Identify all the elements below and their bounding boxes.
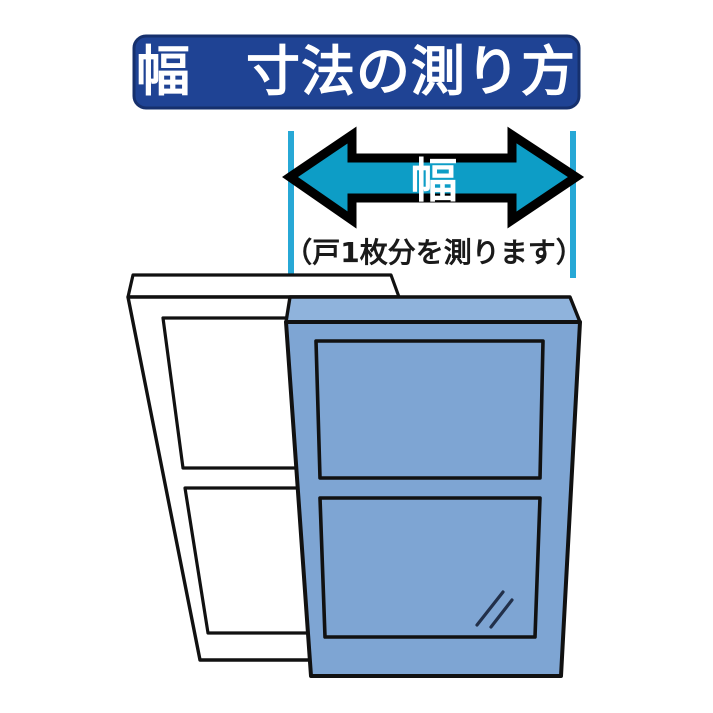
glass-reflection-icon bbox=[475, 590, 514, 629]
white-door-top-edge bbox=[126, 273, 401, 299]
blue-door-lower-glass bbox=[318, 496, 542, 639]
width-arrow-label: 幅 bbox=[411, 154, 458, 209]
guide-lines bbox=[288, 131, 576, 288]
blue-door-panel bbox=[284, 295, 582, 678]
title-banner: 幅 寸法の測り方 bbox=[132, 34, 581, 110]
blue-door-top-edge bbox=[284, 295, 582, 324]
title-banner-background bbox=[132, 34, 581, 110]
title-banner-label: 幅 寸法の測り方 bbox=[136, 40, 576, 103]
width-arrow-shape bbox=[282, 126, 585, 229]
blue-door-upper-glass bbox=[314, 339, 545, 480]
width-arrow: 幅 bbox=[282, 126, 585, 229]
measurement-caption: （戸1枚分を測ります） bbox=[284, 236, 583, 269]
